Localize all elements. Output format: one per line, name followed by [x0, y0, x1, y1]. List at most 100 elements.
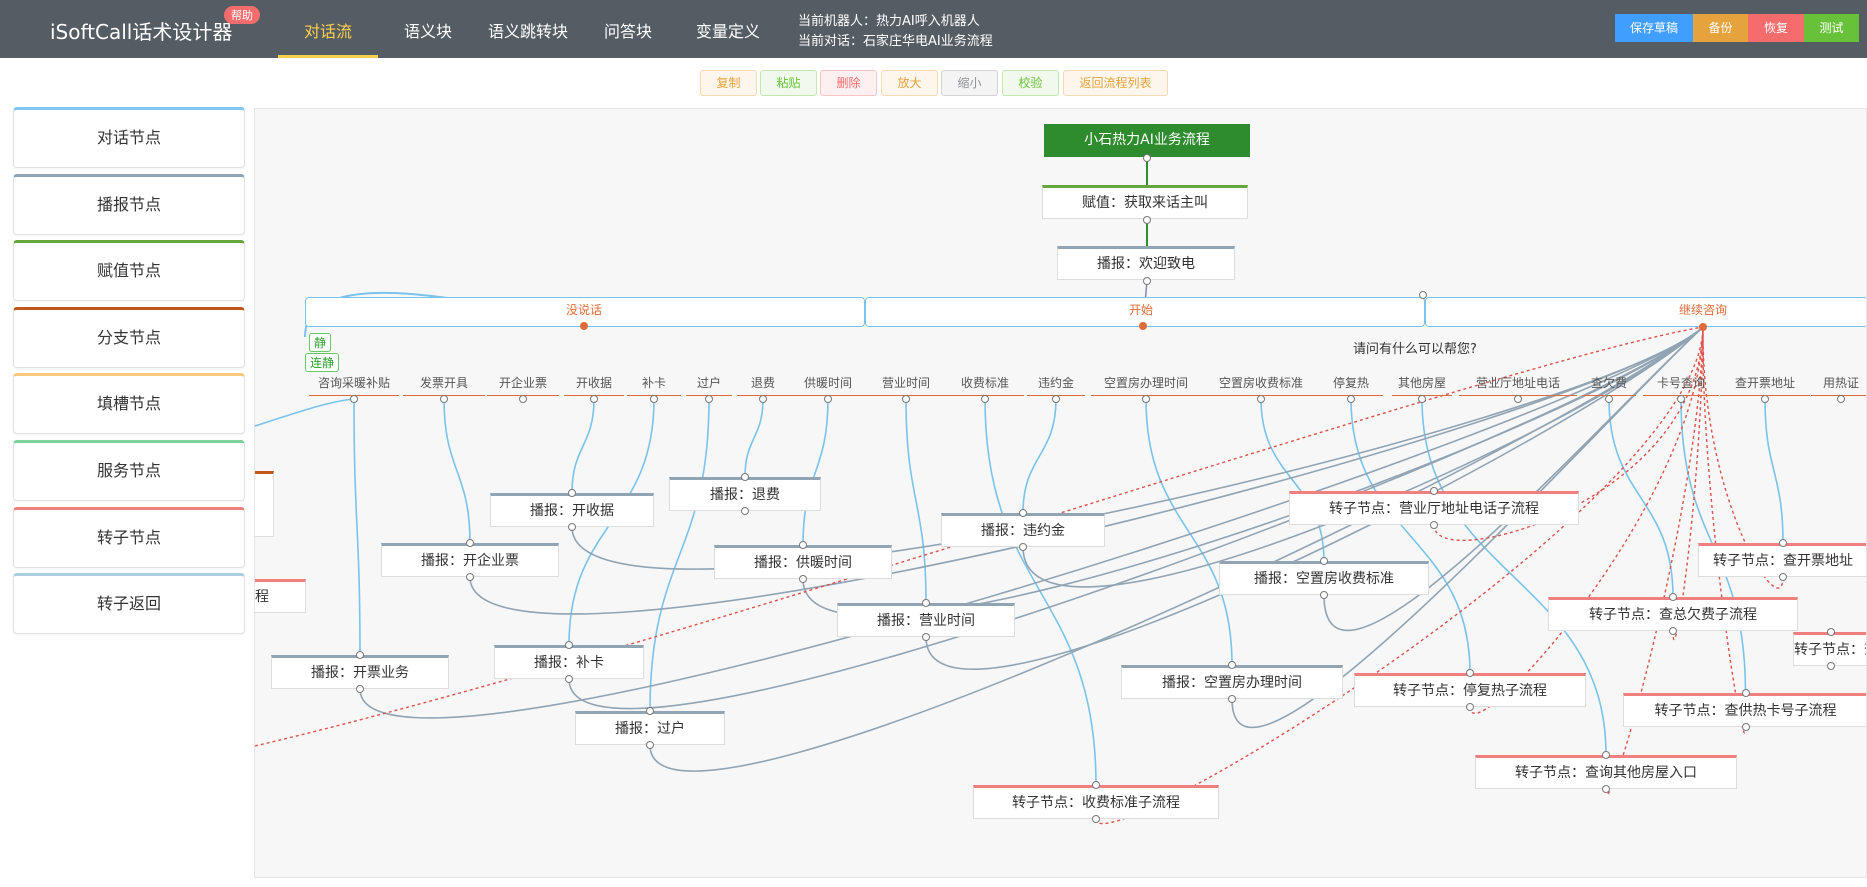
palette-assign-node[interactable]: 赋值节点	[13, 240, 245, 301]
branch-bar[interactable]	[1425, 297, 1866, 327]
flow-node-12[interactable]: 播报：开票业务	[271, 655, 449, 689]
flow-canvas[interactable]: 小石热力AI业务流程赋值：获取来话主叫播报：欢迎致电没说话开始继续咨询请问有什么…	[254, 108, 1867, 878]
silence-badge[interactable]: 静	[309, 333, 332, 352]
node-out-port	[1602, 785, 1610, 793]
restore-button[interactable]: 恢复	[1748, 14, 1804, 42]
flow-node-7[interactable]: 播报：空置房收费标准	[1219, 561, 1429, 595]
zoom-in-button[interactable]: 放大	[881, 70, 938, 96]
flow-node-9[interactable]: 播报：营业时间	[837, 603, 1015, 637]
palette-broadcast-node[interactable]: 播报节点	[13, 174, 245, 235]
delete-button[interactable]: 删除	[820, 70, 877, 96]
flow-node-11[interactable]: 转子节点：查	[1793, 632, 1866, 666]
keyword-5[interactable]: 补卡	[627, 374, 681, 396]
branch-no-speech[interactable]: 没说话	[566, 303, 603, 317]
keyword-10[interactable]: 收费标准	[946, 374, 1024, 396]
keyword-link	[649, 398, 710, 712]
tab-semantic-block[interactable]: 语义块	[404, 22, 453, 41]
keyword-11[interactable]: 违约金	[1027, 374, 1085, 396]
keyword-port	[1347, 395, 1355, 403]
welcome-node[interactable]: 播报：欢迎致电	[1057, 246, 1235, 280]
flow-node-5[interactable]: 播报：开企业票	[381, 543, 559, 577]
save-draft-button[interactable]: 保存草稿	[1615, 14, 1693, 42]
branch-continue[interactable]: 继续咨询	[1679, 303, 1728, 317]
palette-subflow-node[interactable]: 转子节点	[13, 507, 245, 568]
node-out-port	[1320, 591, 1328, 599]
keyword-link	[1260, 398, 1325, 562]
flow-node-4[interactable]: 转子节点：营业厅地址电话子流程	[1289, 491, 1579, 525]
node-in-port	[1228, 661, 1236, 669]
keyword-6[interactable]: 过户	[686, 374, 732, 396]
node-out-port	[565, 675, 573, 683]
backup-button[interactable]: 备份	[1693, 14, 1748, 42]
test-button[interactable]: 测试	[1804, 14, 1859, 42]
flow-node-16[interactable]: 转子节点：查供热卡号子流程	[1623, 693, 1866, 727]
keyword-7[interactable]: 退费	[737, 374, 789, 396]
keyword-14[interactable]: 停复热	[1319, 374, 1383, 396]
active-tab-indicator	[278, 55, 378, 58]
keyword-link	[905, 398, 927, 604]
copy-button[interactable]: 复制	[700, 70, 757, 96]
flow-node-3[interactable]: 播报：违约金	[941, 513, 1105, 547]
flow-node-6[interactable]: 播报：供暖时间	[714, 545, 892, 579]
keyword-port	[1761, 395, 1769, 403]
node-in-port	[466, 539, 474, 547]
keyword-port	[705, 395, 713, 403]
keyword-9[interactable]: 营业时间	[866, 374, 946, 396]
node-in-port	[1826, 628, 1835, 636]
keyword-13[interactable]: 空置房收费标准	[1201, 374, 1321, 396]
keyword-link	[1022, 398, 1057, 514]
node-out-port	[922, 633, 930, 641]
tab-semantic-jump[interactable]: 语义跳转块	[488, 22, 569, 41]
keyword-port	[1142, 395, 1150, 403]
partial-branch-left[interactable]	[255, 471, 274, 537]
palette-dialog-node[interactable]: 对话节点	[13, 107, 245, 168]
keyword-4[interactable]: 开收据	[564, 374, 624, 396]
keyword-19[interactable]: 查开票地址	[1720, 374, 1810, 396]
validate-button[interactable]: 校验	[1002, 70, 1059, 96]
tab-qa-block[interactable]: 问答块	[604, 22, 653, 41]
flow-node-14[interactable]: 播报：空置房办理时间	[1121, 665, 1343, 699]
flow-node-18[interactable]: 转子节点：查询其他房屋入口	[1475, 755, 1737, 789]
return-link	[649, 326, 1704, 772]
palette-slot-node[interactable]: 填槽节点	[13, 373, 245, 434]
keyword-link	[1764, 398, 1784, 544]
flow-node-10[interactable]: 转子节点：查总欠费子流程	[1548, 597, 1798, 631]
keyword-15[interactable]: 其他房屋	[1392, 374, 1452, 396]
palette-subflow-return[interactable]: 转子返回	[13, 573, 245, 634]
keyword-3[interactable]: 开企业票	[487, 374, 559, 396]
help-badge[interactable]: 帮助	[224, 6, 260, 24]
node-out-port	[466, 573, 474, 581]
flow-node-1[interactable]: 播报：开收据	[490, 493, 654, 527]
keyword-1[interactable]: 咨询采暖补贴	[309, 374, 399, 396]
palette-branch-node[interactable]: 分支节点	[13, 307, 245, 368]
tab-dialog-flow[interactable]: 对话流	[304, 22, 353, 41]
flow-node-2[interactable]: 播报：退费	[669, 477, 821, 511]
start-node[interactable]: 小石热力AI业务流程	[1044, 124, 1250, 157]
keyword-8[interactable]: 供暖时间	[789, 374, 867, 396]
flow-node-13[interactable]: 播报：补卡	[494, 645, 644, 679]
keyword-12[interactable]: 空置房办理时间	[1091, 374, 1201, 396]
continuous-silence-badge[interactable]: 连静	[305, 353, 340, 372]
zoom-out-button[interactable]: 缩小	[941, 70, 998, 96]
keyword-port	[981, 395, 989, 403]
back-to-list-button[interactable]: 返回流程列表	[1063, 70, 1168, 96]
keyword-17[interactable]: 查欠费	[1582, 374, 1636, 396]
return-link	[469, 326, 1704, 615]
partial-node-left[interactable]: 程	[255, 579, 306, 613]
keyword-20[interactable]: 用热证	[1811, 374, 1866, 396]
paste-button[interactable]: 粘贴	[760, 70, 817, 96]
flow-node-15[interactable]: 转子节点：停复热子流程	[1354, 673, 1586, 707]
subflow-return-link	[1702, 326, 1747, 734]
flow-node-8[interactable]: 转子节点：查开票地址	[1698, 543, 1866, 577]
assign-node[interactable]: 赋值：获取来话主叫	[1042, 185, 1248, 219]
keyword-18[interactable]: 卡号查询	[1643, 374, 1719, 396]
flow-node-19[interactable]: 转子节点：收费标准子流程	[973, 785, 1219, 819]
flow-node-17[interactable]: 播报：过户	[575, 711, 725, 745]
palette-service-node[interactable]: 服务节点	[13, 440, 245, 501]
keyword-link	[1608, 398, 1674, 598]
branch-start[interactable]: 开始	[1129, 303, 1154, 317]
tab-variables[interactable]: 变量定义	[696, 22, 761, 41]
keyword-16[interactable]: 营业厅地址电话	[1459, 374, 1577, 396]
keyword-2[interactable]: 发票开具	[403, 374, 485, 396]
return-link	[568, 326, 1704, 710]
